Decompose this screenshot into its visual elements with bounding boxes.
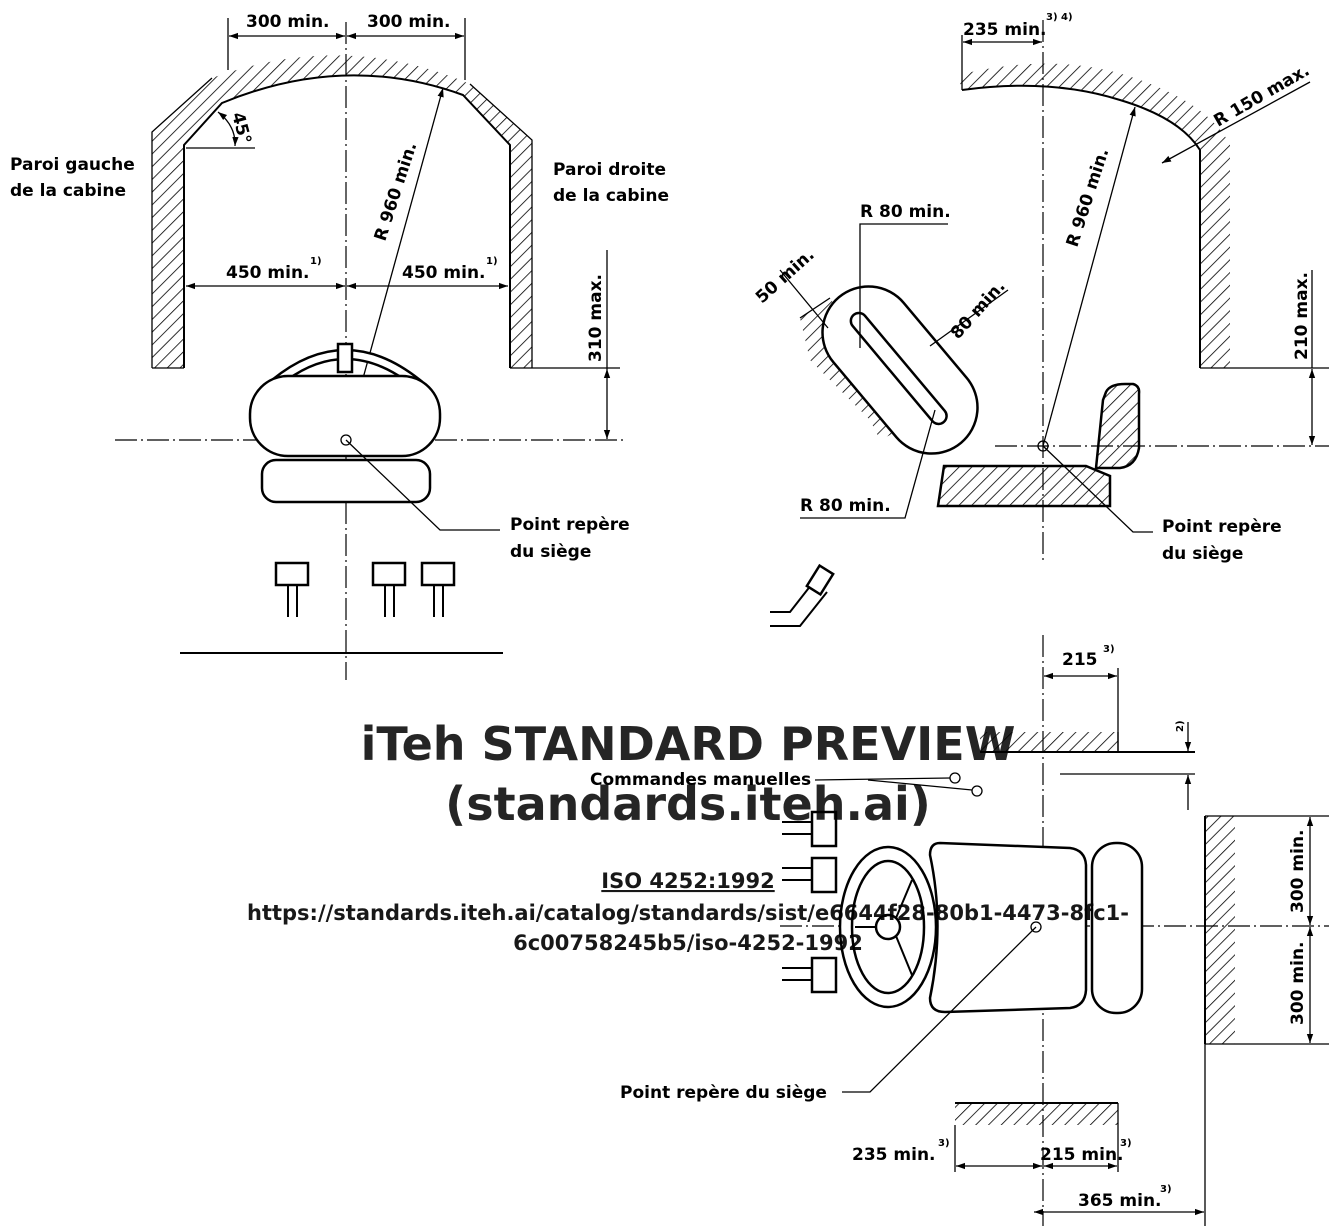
plan-dim-235-note: 3) <box>938 1138 950 1149</box>
front-cabin-wall-inner <box>183 74 511 368</box>
side-dim-top: 235 min. <box>963 20 1047 40</box>
plan-dim-upper: 300 min. <box>1288 829 1308 913</box>
side-roof-hatch <box>958 63 1230 369</box>
front-dim-left-mid: 450 min. <box>226 263 310 283</box>
front-right-wall-label-2: de la cabine <box>553 186 669 206</box>
side-pedal-radius-top: R 80 min. <box>860 202 951 222</box>
plan-dim-215-top-note: 3) <box>1103 644 1115 655</box>
side-height-label: 210 max. <box>1292 272 1312 360</box>
front-dim-left-mid-note: 1) <box>310 256 322 267</box>
side-pedal-radius-bottom: R 80 min. <box>800 496 891 516</box>
plan-view: 215 3) 2) Commandes manuelles <box>590 635 1329 1226</box>
front-dim-right-mid: 450 min. <box>402 263 486 283</box>
front-dim-right-top: 300 min. <box>367 12 451 32</box>
plan-dim-215-top: 215 <box>1062 650 1098 670</box>
side-roof-inner <box>961 84 1201 368</box>
front-angle-label: 45° <box>227 110 255 146</box>
watermark-title: iTeh STANDARD PREVIEW <box>361 717 1016 771</box>
side-view: 235 min. 3) 4) R 150 max. R 960 min. R 8… <box>752 12 1329 627</box>
front-cabin-wall-hatch <box>152 55 532 368</box>
plan-seat-cushion <box>928 841 1088 1014</box>
front-right-wall-label-1: Paroi droite <box>553 160 666 180</box>
front-seat-ref-label-1: Point repère <box>510 515 630 535</box>
plan-pedals <box>782 810 838 994</box>
side-pedal-clearance: 50 min. <box>752 245 819 308</box>
plan-bottom-hatch <box>955 1103 1118 1125</box>
plan-top-hatch <box>980 732 1118 752</box>
side-radius-label: R 960 min. <box>1063 146 1114 250</box>
plan-seat-back <box>1090 841 1144 1015</box>
front-left-wall-label-1: Paroi gauche <box>10 155 135 175</box>
front-seat-cushion <box>260 458 432 504</box>
side-seat-back <box>1094 382 1141 470</box>
plan-controls-label: Commandes manuelles <box>590 770 811 790</box>
front-seat-ref-label-2: du siège <box>510 542 591 562</box>
plan-dim-lower: 300 min. <box>1288 941 1308 1025</box>
side-seat-ref-label-1: Point repère <box>1162 517 1282 537</box>
front-pedals <box>274 561 456 617</box>
plan-dim-215: 215 min. <box>1040 1145 1124 1165</box>
front-height-label: 310 max. <box>586 274 606 362</box>
plan-seat-ref-label: Point repère du siège <box>620 1083 827 1103</box>
watermark-url-2: 6c00758245b5/iso-4252-1992 <box>513 931 863 955</box>
front-dim-right-mid-note: 1) <box>486 256 498 267</box>
front-dim-left-top: 300 min. <box>246 12 330 32</box>
front-view: 300 min. 300 min. 45° Paroi gauche de la… <box>10 12 669 680</box>
side-pedal <box>849 311 948 426</box>
watermark-subtitle: (standards.iteh.ai) <box>445 777 931 831</box>
watermark-doc-link[interactable]: ISO 4252:1992 <box>601 869 774 893</box>
plan-dim-365-note: 3) <box>1160 1184 1172 1195</box>
side-seat-ref-label-2: du siège <box>1162 544 1243 564</box>
plan-dim-215-note: 3) <box>1120 1138 1132 1149</box>
plan-note-2: 2) <box>1175 720 1186 732</box>
side-pedal-width: 80 min. <box>947 277 1010 344</box>
side-corner-radius: R 150 max. <box>1211 60 1314 131</box>
side-seat-cushion <box>936 464 1112 508</box>
plan-dim-235: 235 min. <box>852 1145 936 1165</box>
plan-dim-365: 365 min. <box>1078 1191 1162 1211</box>
watermark: iTeh STANDARD PREVIEW (standards.iteh.ai… <box>247 717 1129 955</box>
front-left-wall-label-2: de la cabine <box>10 181 126 201</box>
watermark-url-1: https://standards.iteh.ai/catalog/standa… <box>247 901 1129 925</box>
front-seat-back <box>248 374 442 458</box>
plan-right-wall-hatch <box>1205 816 1235 1044</box>
side-dim-top-notes: 3) 4) <box>1046 12 1073 23</box>
side-hand-lever <box>770 579 828 627</box>
front-cabin-wall-outer <box>151 77 533 368</box>
